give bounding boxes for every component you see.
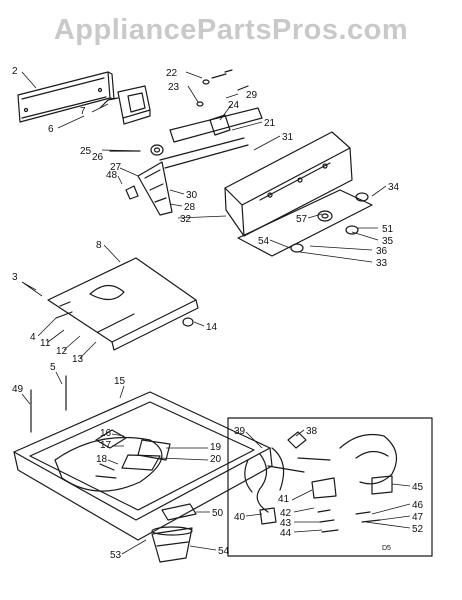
callout-54a: 54 — [258, 236, 270, 247]
callout-39: 39 — [234, 426, 246, 437]
callout-31: 31 — [282, 132, 294, 143]
watermark-text: AppliancePartsPros.com — [53, 14, 409, 46]
callout-15: 15 — [114, 376, 126, 387]
callout-2: 2 — [12, 66, 18, 77]
callout-26: 26 — [92, 152, 104, 163]
callout-49: 49 — [12, 384, 24, 395]
callout-30: 30 — [186, 190, 198, 201]
callout-43: 43 — [280, 518, 292, 529]
callout-50: 50 — [212, 508, 224, 519]
callout-51: 51 — [382, 224, 394, 235]
timer-part — [99, 85, 151, 125]
callout-54b: 54 — [218, 546, 230, 557]
callout-45: 45 — [412, 482, 424, 493]
callout-7: 7 — [80, 106, 86, 117]
post-part — [30, 375, 67, 433]
callout-19: 19 — [210, 442, 222, 453]
callout-29: 29 — [246, 90, 258, 101]
console-part — [224, 131, 353, 237]
callout-34: 34 — [388, 182, 400, 193]
callout-42: 42 — [280, 508, 292, 519]
callout-57: 57 — [296, 214, 308, 225]
callout-53: 53 — [110, 550, 122, 561]
inset-mark: D5 — [382, 545, 391, 552]
callout-17: 17 — [100, 440, 112, 451]
callout-41: 41 — [278, 494, 290, 505]
callout-28: 28 — [184, 202, 196, 213]
callout-21: 21 — [264, 118, 276, 129]
callout-32: 32 — [180, 214, 192, 225]
callout-14: 14 — [206, 322, 218, 333]
callout-25: 25 — [80, 146, 92, 157]
callout-36: 36 — [376, 246, 388, 257]
wire-harness-part — [244, 431, 398, 533]
callout-3a: 3 — [12, 272, 18, 283]
cabinet-top-part — [13, 391, 273, 541]
callout-40: 40 — [234, 512, 246, 523]
lid-part — [47, 257, 199, 351]
callout-38: 38 — [306, 426, 318, 437]
clip-part — [161, 503, 197, 521]
callout-35: 35 — [382, 236, 394, 247]
callout-24: 24 — [228, 100, 240, 111]
callout-13: 13 — [72, 354, 84, 365]
inset-frame — [227, 417, 433, 557]
leader-lines — [21, 71, 411, 555]
bracket-part — [137, 161, 173, 216]
cup-part — [151, 526, 193, 563]
switch-cluster-part — [159, 69, 263, 169]
callout-48: 48 — [106, 170, 118, 181]
callout-23: 23 — [168, 82, 180, 93]
callout-20: 20 — [210, 454, 222, 465]
callout-47: 47 — [412, 512, 424, 523]
callout-46: 46 — [412, 500, 424, 511]
callout-33: 33 — [376, 258, 388, 269]
knob-rail-part — [237, 189, 373, 257]
callout-27: 27 — [110, 162, 122, 173]
callout-16: 16 — [100, 428, 112, 439]
control-panel-part — [17, 71, 115, 123]
callout-8: 8 — [96, 240, 102, 251]
callout-22: 22 — [166, 68, 178, 79]
callout-12: 12 — [56, 346, 68, 357]
callout-6: 6 — [48, 124, 54, 135]
callout-52: 52 — [412, 524, 424, 535]
callout-18: 18 — [96, 454, 108, 465]
callout-labels: 2 6 7 22 23 29 24 21 31 25 26 27 48 30 2… — [12, 66, 424, 561]
callout-4a: 4 — [30, 332, 36, 343]
callout-11: 11 — [40, 338, 51, 349]
callout-5: 5 — [50, 362, 56, 373]
callout-44: 44 — [280, 528, 292, 539]
